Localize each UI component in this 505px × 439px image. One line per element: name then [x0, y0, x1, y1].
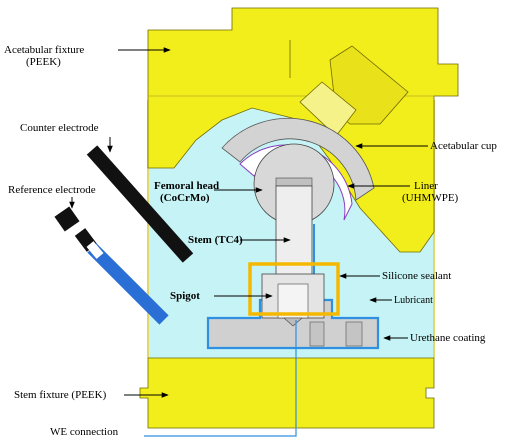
label-reference-electrode: Reference electrode	[8, 184, 96, 196]
reference-electrode-cap	[54, 206, 80, 232]
label-liner: Liner	[414, 180, 438, 192]
label-stem: Stem (TC4)	[188, 234, 243, 246]
spigot-point	[283, 317, 303, 327]
head-taper	[275, 177, 313, 187]
silicone-sealant	[248, 262, 340, 316]
collar-bolt-2	[345, 321, 363, 347]
stem-fixture-body	[139, 357, 435, 429]
label-acetabular-cup: Acetabular cup	[430, 140, 497, 152]
label-acetabular-fixture-material: (PEEK)	[26, 56, 61, 68]
fixture-clamp	[299, 81, 357, 137]
acetabular-cup	[221, 117, 375, 201]
label-liner-material: (UHMWPE)	[402, 192, 459, 204]
label-urethane-coating: Urethane coating	[410, 332, 486, 344]
label-we-connection: WE connection	[50, 426, 119, 438]
reference-electrode-tube	[87, 243, 169, 325]
reference-electrode-white	[86, 241, 104, 259]
label-spigot: Spigot	[170, 290, 200, 302]
label-femoral-head-material: (CoCrMo)	[160, 192, 210, 204]
label-femoral-head: Femoral head	[154, 180, 220, 192]
label-silicone-sealant: Silicone sealant	[382, 270, 452, 282]
label-counter-electrode: Counter electrode	[20, 122, 99, 134]
label-lubricant: Lubricant	[394, 295, 433, 306]
we-connection-wire	[144, 320, 297, 437]
label-stem-fixture: Stem fixture (PEEK)	[14, 389, 107, 401]
collar-bolt-1	[309, 321, 325, 347]
counter-electrode	[86, 145, 194, 263]
label-acetabular-fixture: Acetabular fixture	[4, 44, 85, 56]
